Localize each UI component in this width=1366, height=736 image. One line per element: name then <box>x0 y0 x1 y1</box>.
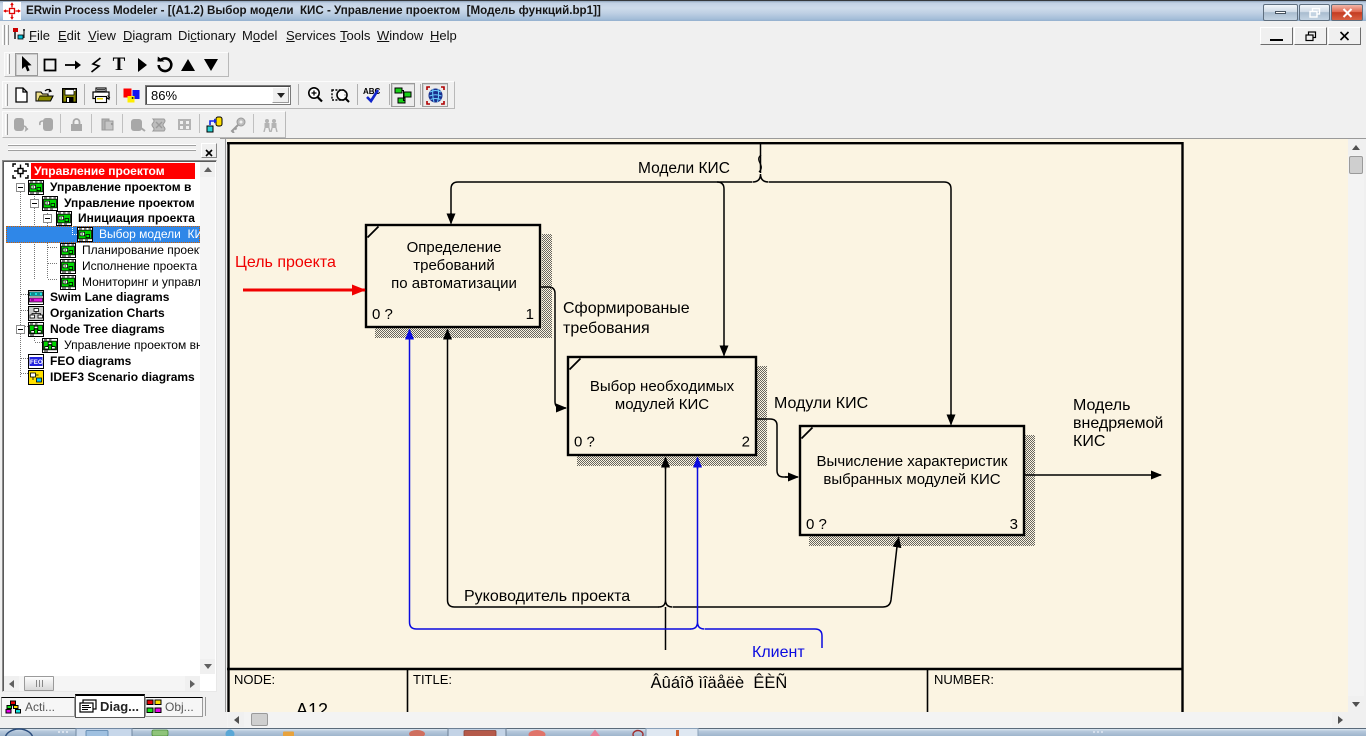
svg-text:FEO: FEO <box>30 359 43 366</box>
svg-text:Âûáîð ìîäåëè ÊÈÑ: Âûáîð ìîäåëè ÊÈÑ <box>651 672 788 692</box>
svg-text:Выбор необходимых: Выбор необходимых <box>590 378 735 395</box>
svg-text:Модули КИС: Модули КИС <box>774 395 868 412</box>
svg-text:модулей КИС: модулей КИС <box>615 396 709 413</box>
svg-text:внедряемой: внедряемой <box>1073 415 1163 432</box>
svg-text:Клиент: Клиент <box>752 644 805 661</box>
svg-text:1: 1 <box>526 306 534 323</box>
svg-text:0 ?: 0 ? <box>372 306 393 323</box>
svg-text:требования: требования <box>563 320 650 337</box>
svg-text:Модели КИС: Модели КИС <box>638 160 730 177</box>
svg-text:Модель: Модель <box>1073 397 1130 414</box>
svg-text:NUMBER:: NUMBER: <box>934 672 994 687</box>
svg-text:TITLE:: TITLE: <box>413 672 452 687</box>
svg-text:0 ?: 0 ? <box>574 434 595 451</box>
svg-text:КИС: КИС <box>1073 433 1105 450</box>
svg-text:Цель проекта: Цель проекта <box>235 254 336 271</box>
svg-text:по автоматизации: по автоматизации <box>391 275 517 292</box>
svg-text:требований: требований <box>413 257 495 274</box>
svg-text:2: 2 <box>742 434 750 451</box>
svg-text:Руководитель проекта: Руководитель проекта <box>464 588 630 605</box>
svg-text:Вычисление характеристик: Вычисление характеристик <box>817 453 1008 470</box>
svg-text:0 ?: 0 ? <box>806 516 827 533</box>
svg-text:Сформированые: Сформированые <box>563 300 690 317</box>
svg-text:выбранных модулей КИС: выбранных модулей КИС <box>823 471 1000 488</box>
svg-text:A12: A12 <box>296 700 328 712</box>
svg-text:Определение: Определение <box>407 239 502 256</box>
svg-text:3: 3 <box>1010 516 1018 533</box>
svg-text:NODE:: NODE: <box>234 672 275 687</box>
svg-text:ABC: ABC <box>363 87 381 96</box>
